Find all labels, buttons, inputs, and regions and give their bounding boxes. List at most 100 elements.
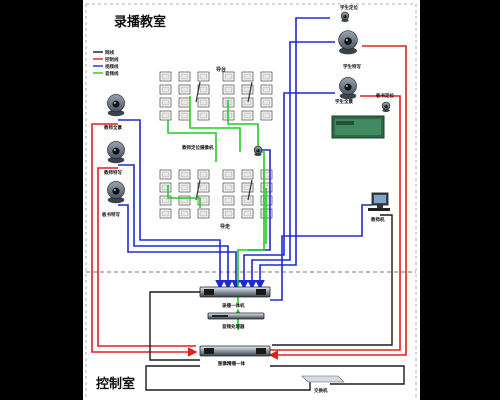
back-chair (243, 197, 252, 204)
back-chair (224, 197, 233, 204)
front-chair (161, 112, 170, 119)
front-chair (243, 112, 252, 119)
board-locate-camera-icon (381, 101, 391, 112)
video-line-teacher-full (118, 119, 225, 290)
aisle-label: 导走 (220, 223, 230, 230)
podium-label: 导台 (216, 66, 226, 73)
teacher-locate-camera-icon (253, 145, 263, 156)
back-microphone (195, 179, 201, 201)
switch-device (301, 375, 345, 383)
control-line-teacher-full (91, 123, 198, 357)
back-chair (224, 210, 233, 217)
back-chair (224, 184, 233, 191)
front-chair (161, 86, 170, 93)
student-full-camera-icon (339, 77, 357, 100)
blackboard (331, 115, 385, 139)
legend: 网线 控制线 视频线 音频线 (93, 49, 119, 77)
front-chair (199, 112, 208, 119)
director-device (199, 345, 271, 357)
label-teacher-feature: 教师特写 (103, 169, 122, 176)
label-teacher-pc: 教师机 (370, 216, 385, 223)
front-chair (199, 86, 208, 93)
student-locate-camera-icon (340, 11, 350, 22)
left-margin (0, 0, 83, 400)
video-line-student-locate (255, 17, 330, 290)
back-chair (161, 197, 170, 204)
front-chair (180, 86, 189, 93)
video-line-student-full (239, 92, 335, 290)
video-line-student-close (247, 41, 335, 290)
legend-network-label: 网线 (105, 49, 114, 56)
recorder-device (199, 286, 271, 298)
label-board-feature: 板书特写 (102, 211, 120, 218)
back-chair (224, 171, 233, 178)
label-student-feature: 学生特写 (343, 63, 361, 70)
label-audio-processor: 音频处理器 (222, 323, 245, 330)
back-chair (199, 210, 208, 217)
front-chair (243, 99, 252, 106)
teacher-pc-icon (368, 192, 390, 211)
front-chair (262, 112, 271, 119)
back-microphone (247, 179, 253, 201)
back-chair (180, 210, 189, 217)
audio-line-back-1 (167, 185, 201, 208)
network-line-recorder (149, 291, 200, 361)
network-line-switch-left (145, 365, 311, 391)
front-chair (224, 73, 233, 80)
label-student-close: 学生定位 (340, 4, 358, 11)
control-line-student-close (268, 45, 407, 360)
audio-processor-device (207, 312, 265, 320)
label-teacher-locate: 教师定位摄像机 (181, 144, 214, 151)
control-line-teacher-feature (97, 167, 196, 347)
front-chair (180, 112, 189, 119)
front-chair (161, 73, 170, 80)
front-chair (180, 73, 189, 80)
front-chair (224, 86, 233, 93)
front-chair (262, 86, 271, 93)
control-room-label: 控制室 (96, 376, 135, 392)
right-margin (420, 0, 500, 400)
video-line-board-feature (118, 204, 241, 290)
front-microphone (247, 81, 253, 103)
audio-line-front-1 (167, 120, 217, 162)
back-chair (161, 210, 170, 217)
front-chair (180, 99, 189, 106)
front-chair (199, 73, 208, 80)
audio-line-front-2 (189, 96, 241, 152)
teacher-full-camera-icon (107, 94, 125, 117)
back-chair (180, 171, 189, 178)
back-chair (199, 171, 208, 178)
back-chair (199, 197, 208, 204)
video-line-teacher-pc (270, 204, 372, 301)
label-recorder: 录播一体机 (222, 302, 245, 309)
label-switch: 交换机 (314, 387, 328, 394)
back-chair (199, 184, 208, 191)
back-chair (161, 184, 170, 191)
network-line-switch-right (270, 365, 405, 385)
board-feature-camera-icon (107, 181, 125, 204)
label-student-full: 学生全景 (335, 98, 353, 105)
label-teacher-full: 教师全景 (103, 124, 122, 131)
legend-control-label: 控制线 (105, 56, 119, 63)
cameras (107, 11, 391, 204)
front-microphone (195, 81, 201, 103)
teacher-feature-camera-icon (107, 141, 125, 164)
network-line-teacher-pc (272, 214, 393, 346)
back-chair (243, 171, 252, 178)
back-chair (161, 171, 170, 178)
back-chair (180, 184, 189, 191)
label-board-locate: 板书定位 (376, 92, 394, 99)
back-chair (243, 210, 252, 217)
classroom-label: 录播教室 (114, 14, 166, 30)
label-director: 图像精播一体 (218, 360, 245, 367)
legend-audio-label: 音频线 (105, 70, 119, 77)
front-chair (243, 73, 252, 80)
wiring (91, 17, 407, 391)
legend-video-label: 视频线 (105, 63, 119, 70)
video-line-teacher-feature (118, 164, 233, 290)
control-line-student-full (270, 95, 401, 351)
front-chair (262, 99, 271, 106)
front-chair (161, 99, 170, 106)
